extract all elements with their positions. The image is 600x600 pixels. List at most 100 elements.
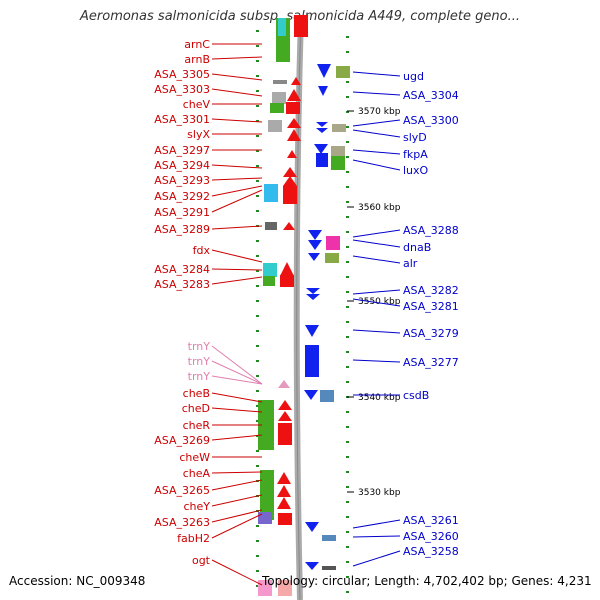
gene-label-left: cheD bbox=[182, 402, 210, 415]
gene-label-right: ASA_3258 bbox=[403, 545, 459, 558]
leader-line bbox=[352, 71, 401, 77]
track-tick bbox=[346, 36, 349, 38]
track-tick bbox=[256, 75, 259, 77]
gene-label-left: ASA_3293 bbox=[154, 174, 210, 187]
leader-line bbox=[352, 159, 401, 171]
gene-label-left: cheA bbox=[183, 467, 211, 480]
track-tick bbox=[346, 501, 349, 503]
gene-arrow bbox=[287, 118, 301, 128]
track-tick bbox=[346, 216, 349, 218]
gene-label-right: dnaB bbox=[403, 241, 431, 254]
track-tick bbox=[346, 96, 349, 98]
leader-line bbox=[211, 249, 263, 263]
gene-label-left: trnY bbox=[188, 370, 211, 383]
gene-arrow bbox=[306, 288, 320, 294]
gene-label-left: slyX bbox=[187, 128, 210, 141]
track-tick bbox=[346, 441, 349, 443]
gene-box bbox=[278, 423, 292, 445]
track-tick bbox=[256, 390, 259, 392]
track-tick bbox=[346, 486, 349, 488]
gene-box bbox=[283, 186, 297, 204]
gene-label-left: cheR bbox=[183, 419, 211, 432]
gene-label-right: ASA_3288 bbox=[403, 224, 459, 237]
gene-box bbox=[336, 66, 350, 78]
gene-label-right: ASA_3277 bbox=[403, 356, 459, 369]
gene-label-right: ASA_3300 bbox=[403, 114, 459, 127]
leader-line bbox=[211, 434, 263, 441]
gene-arrow bbox=[317, 64, 331, 78]
gene-box bbox=[332, 124, 346, 132]
track-tick bbox=[346, 351, 349, 353]
gene-box bbox=[263, 263, 277, 277]
gene-box bbox=[278, 580, 292, 596]
gene-label-left: ASA_3294 bbox=[154, 159, 210, 172]
gene-label-right: fkpA bbox=[403, 148, 428, 161]
track-tick bbox=[346, 381, 349, 383]
track-tick bbox=[346, 276, 349, 278]
gene-label-left: ASA_3289 bbox=[154, 223, 210, 236]
track-tick bbox=[256, 270, 259, 272]
track-tick bbox=[256, 300, 259, 302]
track-tick bbox=[256, 285, 259, 287]
track-tick bbox=[346, 126, 349, 128]
gene-box bbox=[273, 80, 287, 84]
leader-line bbox=[211, 118, 263, 123]
gene-box bbox=[278, 513, 292, 525]
track-tick bbox=[256, 315, 259, 317]
gene-arrow bbox=[287, 150, 297, 158]
gene-label-left: ASA_3265 bbox=[154, 484, 210, 497]
track-tick bbox=[346, 321, 349, 323]
track-tick bbox=[256, 375, 259, 377]
track-tick bbox=[346, 171, 349, 173]
track-tick bbox=[256, 90, 259, 92]
gene-arrow bbox=[306, 294, 320, 300]
leader-line bbox=[352, 535, 401, 538]
gene-label-left: ASA_3269 bbox=[154, 434, 210, 447]
track-tick bbox=[346, 426, 349, 428]
gene-label-left: trnY bbox=[188, 340, 211, 353]
gene-box bbox=[331, 156, 345, 170]
gene-box bbox=[325, 253, 339, 263]
leader-line bbox=[352, 550, 401, 567]
track-tick bbox=[346, 366, 349, 368]
leader-line bbox=[211, 375, 263, 385]
gene-label-left: arnC bbox=[184, 38, 210, 51]
track-tick bbox=[256, 30, 259, 32]
track-tick bbox=[256, 150, 259, 152]
gene-box bbox=[280, 275, 294, 287]
track-tick bbox=[346, 261, 349, 263]
leader-line bbox=[211, 479, 263, 491]
gene-label-left: cheY bbox=[183, 500, 210, 513]
scale-label: 3570 kbp bbox=[358, 107, 401, 117]
gene-arrow bbox=[278, 411, 292, 421]
track-tick bbox=[256, 450, 259, 452]
gene-label-left: ASA_3291 bbox=[154, 206, 210, 219]
track-tick bbox=[256, 135, 259, 137]
track-tick bbox=[346, 411, 349, 413]
gene-arrow bbox=[280, 262, 294, 276]
gene-label-right: luxO bbox=[403, 164, 429, 177]
gene-label-left: cheW bbox=[179, 451, 210, 464]
gene-label-left: ASA_3284 bbox=[154, 263, 210, 276]
track-tick bbox=[256, 345, 259, 347]
track-tick bbox=[256, 360, 259, 362]
gene-box bbox=[326, 236, 340, 250]
leader-line bbox=[211, 56, 263, 60]
leader-line bbox=[352, 119, 401, 127]
track-tick bbox=[256, 255, 259, 257]
track-tick bbox=[256, 120, 259, 122]
gene-arrow bbox=[305, 325, 319, 337]
track-tick bbox=[256, 210, 259, 212]
leader-line bbox=[211, 276, 263, 285]
gene-label-right: ASA_3279 bbox=[403, 327, 459, 340]
gene-arrow bbox=[283, 167, 297, 177]
gene-arrow bbox=[304, 390, 318, 400]
gene-box bbox=[305, 345, 319, 377]
backbone-edge bbox=[296, 14, 302, 600]
gene-arrow bbox=[305, 562, 319, 570]
track-tick bbox=[346, 246, 349, 248]
track-tick bbox=[346, 471, 349, 473]
gene-label-left: ASA_3263 bbox=[154, 516, 210, 529]
